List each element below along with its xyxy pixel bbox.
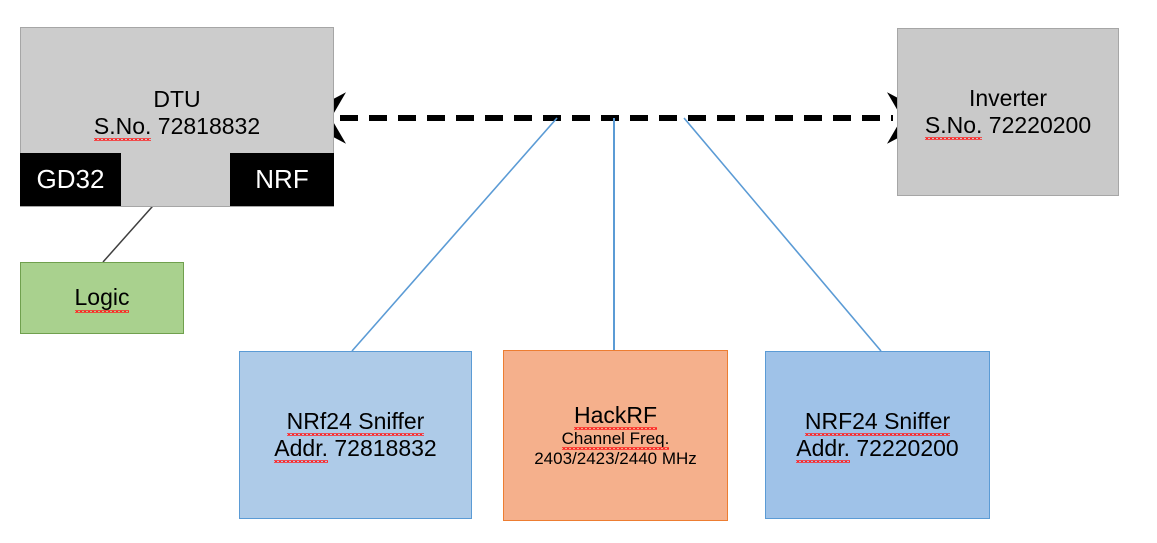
sniffer-left-addr: Addr. 72818832 (274, 435, 437, 464)
hackrf-frequencies: 2403/2423/2440 MHz (534, 449, 697, 469)
dtu-serial-value: 72818832 (157, 113, 261, 140)
sniffer-right-addr: Addr. 72220200 (796, 435, 959, 464)
sniffer-left-addr-label: Addr. (274, 435, 328, 464)
sniffer-right-title-text: NRF24 Sniffer (804, 407, 951, 437)
sniffer-left-title: NRf24 Sniffer (286, 407, 425, 437)
logic-node[interactable]: Logic (20, 262, 184, 334)
dtu-title: DTU (153, 86, 201, 112)
hackrf-channel-label: Channel Freq. (561, 429, 670, 451)
sniffer-left-title-text: NRf24 Sniffer (286, 407, 425, 437)
sniffer-left-tap (351, 117, 558, 352)
hackrf-channel-label-text: Channel Freq. (561, 429, 670, 451)
sniffer-left-addr-value: 72818832 (334, 435, 437, 461)
sniffer-right-title: NRF24 Sniffer (804, 407, 951, 437)
gd32-label: GD32 (36, 164, 105, 194)
inverter-title: Inverter (969, 84, 1047, 111)
hackrf-title: HackRF (573, 401, 658, 431)
inverter-serial-value: 72220200 (988, 112, 1092, 138)
logic-label: Logic (74, 284, 130, 313)
sniffer-right-addr-value: 72220200 (856, 435, 959, 461)
inverter-serial: S.No. 72220200 (924, 112, 1092, 141)
sniffer-right-addr-label: Addr. (796, 435, 850, 464)
nrf-label: NRF (255, 164, 309, 194)
sniffer-left-node[interactable]: NRf24 Sniffer Addr. 72818832 (239, 351, 472, 519)
nrf-node[interactable]: NRF (230, 153, 334, 206)
sniffer-right-tap (683, 117, 882, 352)
gd32-node[interactable]: GD32 (20, 153, 121, 206)
dtu-serial: S.No. 72818832 (93, 113, 261, 142)
inverter-serial-label: S.No. (924, 112, 983, 141)
dtu-serial-label: S.No. (93, 113, 152, 142)
inverter-node[interactable]: Inverter S.No. 72220200 (897, 28, 1119, 196)
hackrf-node[interactable]: HackRF Channel Freq. 2403/2423/2440 MHz (503, 350, 728, 521)
sniffer-right-node[interactable]: NRF24 Sniffer Addr. 72220200 (765, 351, 990, 519)
